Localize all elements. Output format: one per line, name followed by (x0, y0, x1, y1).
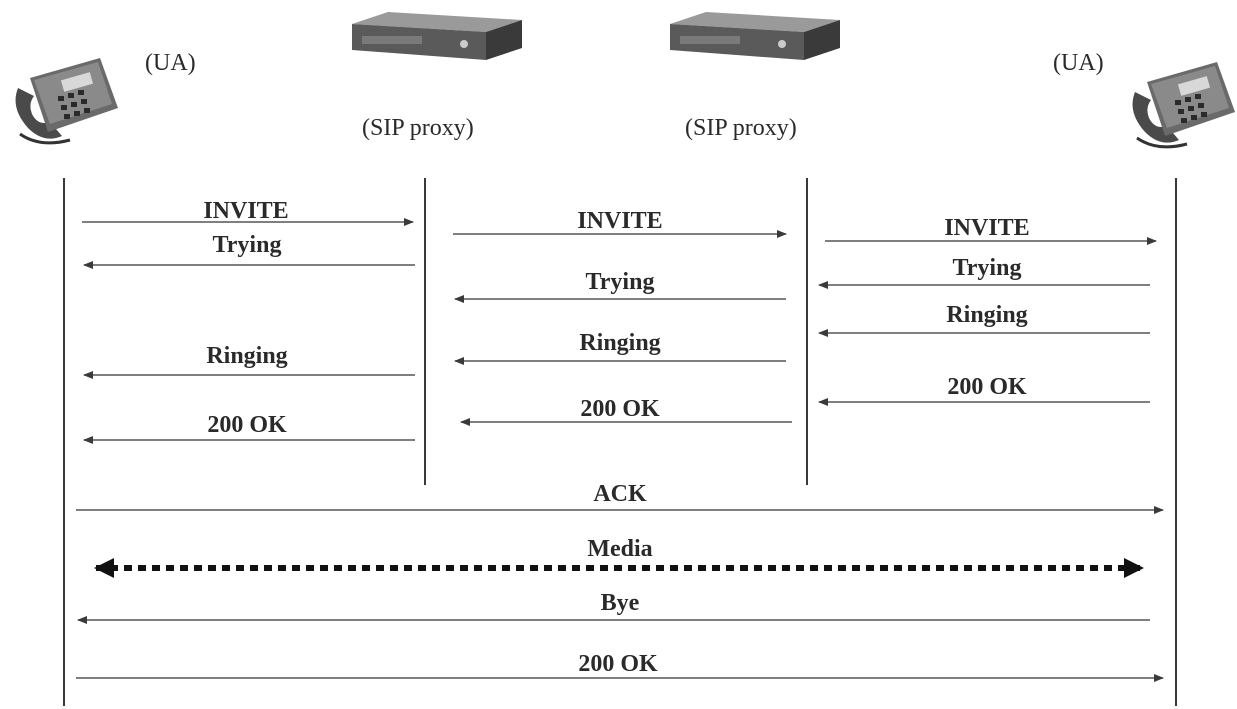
msg-trying-1: Trying (213, 232, 282, 258)
msg-ringing-2: Ringing (579, 330, 660, 356)
msg-invite-1: INVITE (203, 198, 288, 224)
msg-200ok-3: 200 OK (947, 374, 1027, 400)
msg-media: Media (587, 536, 652, 562)
proxy-1-label: (SIP proxy) (362, 115, 474, 141)
msg-invite-2: INVITE (577, 208, 662, 234)
sip-proxy-server-icon (670, 12, 840, 60)
desk-phone-icon (1132, 62, 1235, 149)
proxy-2-label: (SIP proxy) (685, 115, 797, 141)
msg-ack: ACK (593, 481, 647, 507)
msg-200ok-final: 200 OK (578, 651, 658, 677)
msg-trying-3: Trying (953, 255, 1022, 281)
ua-right-label: (UA) (1053, 50, 1104, 76)
msg-ringing-3: Ringing (946, 302, 1027, 328)
msg-bye: Bye (601, 590, 640, 616)
desk-phone-icon (15, 58, 118, 145)
sip-proxy-server-icon (352, 12, 522, 60)
msg-ringing-1: Ringing (206, 343, 287, 369)
msg-200ok-2: 200 OK (580, 396, 660, 422)
ua-left-label: (UA) (145, 50, 196, 76)
msg-invite-3: INVITE (944, 215, 1029, 241)
msg-200ok-1: 200 OK (207, 412, 287, 438)
msg-trying-2: Trying (586, 269, 655, 295)
